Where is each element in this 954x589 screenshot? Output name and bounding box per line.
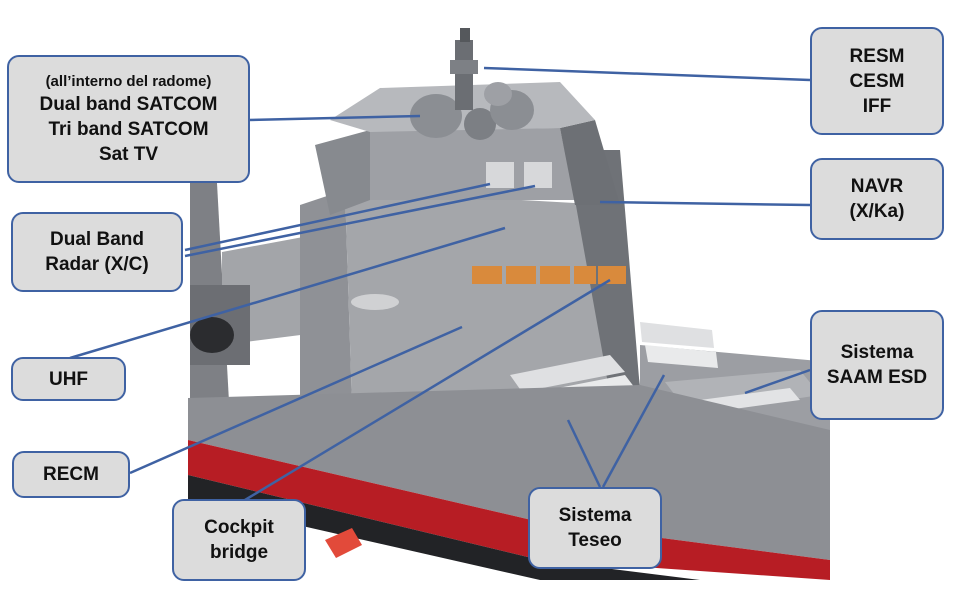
orange-panel-1 — [472, 266, 502, 284]
radar-panel-left — [486, 162, 514, 188]
leader-uhf — [69, 226, 506, 360]
recm-line-1: RECM — [43, 464, 99, 485]
orange-panel-2 — [506, 266, 536, 284]
stabilizer-fin — [325, 528, 362, 558]
label-cockpit-bridge: Cockpit bridge — [172, 499, 306, 581]
radome-rear — [484, 82, 512, 106]
life-raft — [190, 317, 234, 353]
cockpit-line-2: bridge — [209, 542, 269, 563]
saam-line-1: Sistema — [840, 342, 914, 363]
leader-teseo-1 — [566, 419, 602, 488]
side-canister — [351, 294, 399, 310]
radome-line-3: Sat TV — [98, 143, 159, 165]
radome-line-1: Dual band SATCOM — [39, 93, 218, 115]
mast-tower-side — [315, 130, 370, 215]
leader-cockpit — [244, 278, 611, 502]
label-saam-esd: Sistema SAAM ESD — [810, 310, 944, 420]
leader-teseo-2 — [601, 374, 666, 488]
radar-line-2: Radar (X/C) — [45, 254, 149, 275]
resm-line-1: RESM — [849, 45, 905, 67]
leader-lines — [69, 66, 811, 502]
orange-panel-4 — [574, 266, 596, 284]
deckhouse-front — [345, 190, 640, 405]
label-navr: NAVR (X/Ka) — [810, 158, 944, 240]
leader-recm — [129, 325, 463, 475]
label-uhf: UHF — [11, 357, 126, 401]
uhf-line-1: UHF — [48, 368, 89, 390]
top-mast-tip — [460, 28, 470, 42]
teseo-launcher-1 — [510, 355, 625, 392]
hull-red-stripe — [188, 440, 830, 580]
navr-line-1: NAVR — [850, 176, 904, 197]
teseo-line-2: Teseo — [568, 530, 622, 551]
leader-radar-2 — [184, 184, 536, 258]
radar-panel-right — [524, 162, 552, 188]
leader-radome — [247, 114, 421, 122]
deckhouse-side — [300, 190, 352, 420]
mast-tower-right — [560, 120, 620, 205]
teseo-launcher-4 — [645, 345, 718, 368]
teseo-launcher-3 — [640, 322, 714, 348]
label-recm: RECM — [12, 451, 130, 498]
leader-saam — [744, 368, 811, 395]
radome-left — [410, 94, 462, 138]
label-sistema-teseo: Sistema Teseo — [528, 487, 662, 569]
top-mast-head — [450, 60, 478, 74]
orange-panel-5 — [598, 266, 626, 284]
cockpit-line-1: Cockpit — [204, 517, 274, 538]
radome-note: (all’interno del radome) — [45, 72, 212, 90]
navr-line-2: (X/Ka) — [849, 201, 905, 222]
label-resm-cesm-iff: RESM CESM IFF — [810, 27, 944, 135]
radar-line-1: Dual Band — [50, 229, 144, 250]
label-dual-band-radar: Dual Band Radar (X/C) — [11, 212, 183, 292]
leader-radar-1 — [184, 182, 491, 252]
radome-center — [464, 108, 496, 140]
leader-navr — [599, 200, 811, 207]
saam-line-2: SAAM ESD — [826, 367, 928, 388]
top-mast — [455, 40, 473, 110]
radome-line-2: Tri band SATCOM — [48, 118, 209, 140]
mast-tower-front — [370, 128, 575, 200]
resm-line-2: CESM — [849, 70, 905, 92]
leader-resm — [483, 66, 811, 82]
teseo-line-1: Sistema — [558, 505, 632, 526]
hull-upper — [188, 385, 830, 560]
label-radome: (all’interno del radome) Dual band SATCO… — [7, 55, 250, 183]
resm-line-3: IFF — [862, 95, 892, 117]
orange-panel-3 — [540, 266, 570, 284]
